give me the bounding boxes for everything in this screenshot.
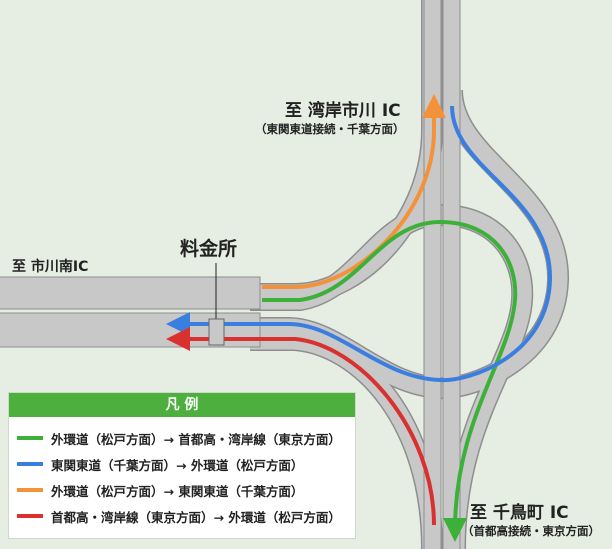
route-orange xyxy=(262,94,446,289)
legend-item: 外環道（松戸方面）→ 首都高・湾岸線（東京方面） xyxy=(17,425,355,451)
legend-item: 外環道（松戸方面）→ 東関東道（千葉方面） xyxy=(17,477,355,503)
legend-label: 外環道（松戸方面）→ 東関東道（千葉方面） xyxy=(51,483,304,499)
legend-label: 首都高・湾岸線（東京方面）→ 外環道（松戸方面） xyxy=(51,509,341,525)
orange-line-swatch xyxy=(17,488,43,492)
main-highway-right xyxy=(442,0,461,549)
main-highway-left xyxy=(423,0,442,549)
green-line-swatch xyxy=(17,436,43,440)
toll-booth xyxy=(208,318,225,346)
red-line-swatch xyxy=(17,514,43,518)
route-blue xyxy=(166,105,553,383)
route-green xyxy=(262,219,518,542)
legend-item: 東関東道（千葉方面）→ 外環道（松戸方面） xyxy=(17,451,355,477)
destination-west: 至 市川南IC xyxy=(12,259,89,275)
destination-north: 至 湾岸市川 IC xyxy=(285,101,401,121)
destination-south-sub: （首都高接続・東京方面） xyxy=(462,524,600,538)
legend-label: 外環道（松戸方面）→ 首都高・湾岸線（東京方面） xyxy=(51,431,341,447)
toll-label: 料金所 xyxy=(180,238,238,260)
west-road-upper xyxy=(0,276,261,310)
ramp-north-west xyxy=(250,0,443,305)
route-red xyxy=(166,327,436,526)
legend-title: 凡 例 xyxy=(9,393,355,417)
destination-north-sub: （東関東道接続・千葉方面） xyxy=(255,122,405,136)
destination-south: 至 千鳥町 IC xyxy=(470,503,569,523)
legend: 凡 例 外環道（松戸方面）→ 首都高・湾岸線（東京方面） 東関東道（千葉方面）→… xyxy=(8,392,356,539)
blue-line-swatch xyxy=(17,462,43,466)
legend-label: 東関東道（千葉方面）→ 外環道（松戸方面） xyxy=(51,457,304,473)
legend-item: 首都高・湾岸線（東京方面）→ 外環道（松戸方面） xyxy=(17,503,355,529)
